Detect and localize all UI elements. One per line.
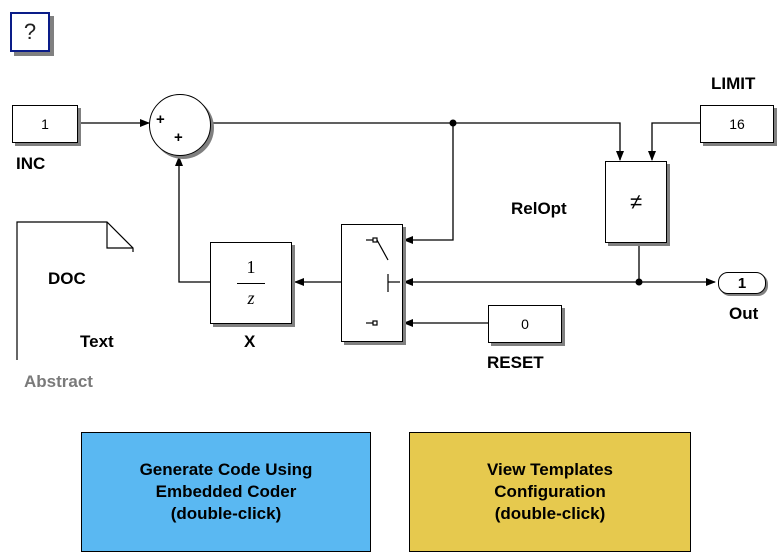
reset-constant-block[interactable]: 0 bbox=[488, 305, 562, 343]
out-port-block[interactable]: 1 bbox=[718, 272, 766, 294]
out-label: Out bbox=[729, 304, 759, 323]
sum-sign-top: + bbox=[156, 111, 165, 128]
switch-block[interactable] bbox=[341, 224, 403, 342]
doc-block[interactable]: DOC Text bbox=[18, 223, 114, 359]
help-button[interactable]: ? bbox=[10, 12, 50, 52]
inc-constant-block[interactable]: 1 bbox=[12, 105, 78, 143]
reset-label: RESET bbox=[487, 353, 544, 372]
generate-code-button[interactable]: Generate Code Using Embedded Coder (doub… bbox=[81, 432, 371, 552]
delay-numerator: 1 bbox=[246, 257, 256, 277]
sum-block[interactable]: + + bbox=[149, 94, 211, 156]
doc-body: Text bbox=[80, 332, 114, 351]
doc-caption: Abstract bbox=[24, 372, 93, 391]
doc-title: DOC bbox=[48, 269, 86, 288]
sum-sign-bottom: + bbox=[174, 129, 183, 146]
relop-block[interactable]: ≠ bbox=[605, 161, 667, 243]
relop-label: RelOpt bbox=[511, 199, 567, 218]
view-templates-button[interactable]: View Templates Configuration (double-cli… bbox=[409, 432, 691, 552]
limit-constant-block[interactable]: 16 bbox=[700, 105, 774, 143]
unit-delay-block[interactable]: 1 z bbox=[210, 242, 292, 324]
delay-fraction-bar bbox=[237, 283, 265, 284]
delay-denominator: z bbox=[247, 288, 255, 308]
inc-label: INC bbox=[16, 154, 46, 173]
delay-label: X bbox=[244, 332, 256, 351]
limit-label: LIMIT bbox=[711, 74, 756, 93]
